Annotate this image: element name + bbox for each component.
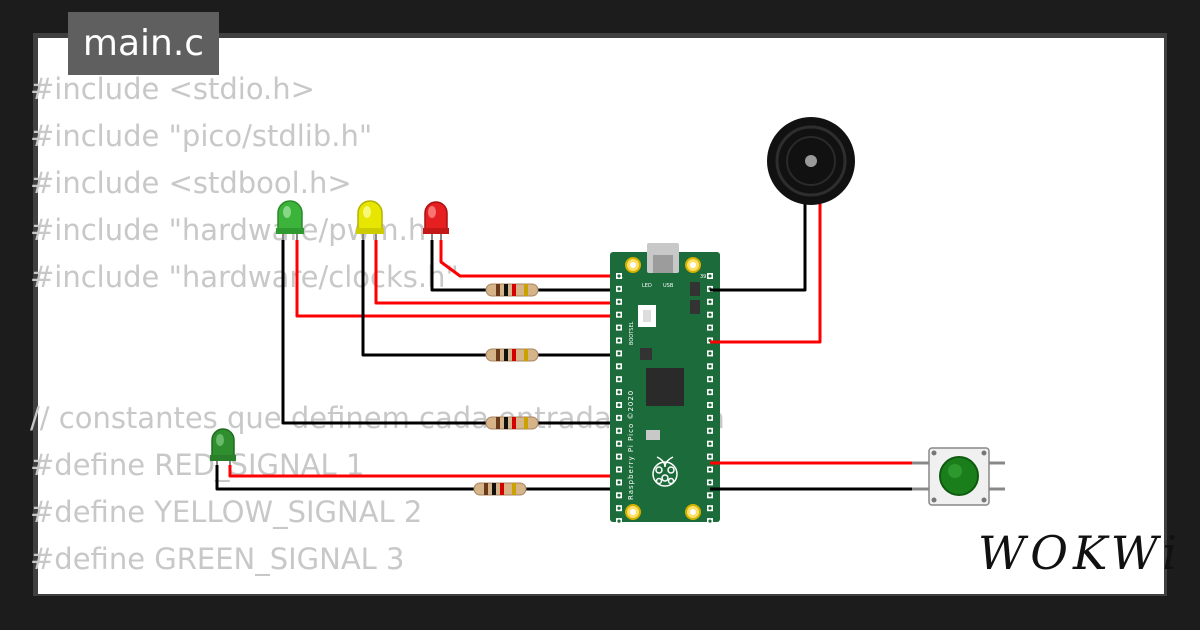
pin-hole [617, 287, 621, 291]
pin-hole [708, 403, 712, 407]
pico-board[interactable]: USB LED 1 39 BOOTSEL Raspberry Pi Pico ©… [610, 243, 720, 525]
pin-hole [617, 480, 621, 484]
pin-hole [708, 467, 712, 472]
wire-green-led-ground [281, 240, 490, 425]
bootsel-label: BOOTSEL [629, 321, 635, 345]
pin-hole [617, 416, 621, 420]
pin-hole [708, 480, 712, 484]
wire-green-led-signal [295, 240, 610, 318]
buzzer[interactable] [767, 117, 855, 205]
pin-hole [708, 377, 712, 381]
pin-hole [617, 403, 621, 407]
wire-buzzer-ground [710, 200, 807, 292]
pin-hole [708, 429, 712, 433]
pin-hole [708, 313, 712, 317]
pin-hole [708, 506, 712, 510]
wokwi-logo: WOKWi [978, 526, 1182, 580]
code-line: #include <stdio.h> [30, 72, 315, 106]
pin-hole [617, 390, 621, 394]
code-line: #include "hardware/clocks.h" [30, 260, 459, 294]
pin-hole [617, 455, 621, 459]
pin-hole [617, 506, 621, 510]
wire-yellow-led-ground [361, 240, 490, 357]
pin-hole [617, 326, 621, 330]
pin-hole [617, 467, 621, 472]
wire-red-led-signal [439, 240, 610, 278]
pin-hole [708, 416, 712, 420]
raspberry-logo-icon [652, 456, 678, 487]
red-led[interactable] [423, 201, 449, 240]
resistor[interactable] [485, 416, 539, 430]
resistor[interactable] [485, 348, 539, 362]
pin-hole [708, 364, 712, 368]
wire-green-led-2-ground [215, 465, 475, 491]
code-line: #define GREEN_SIGNAL 3 [30, 542, 405, 576]
code-editor: #include <stdio.h> #include "pico/stdlib.… [30, 66, 725, 583]
pin-hole [708, 455, 712, 459]
code-line: #define YELLOW_SIGNAL 2 [30, 495, 423, 529]
usb-label: USB [663, 283, 674, 289]
pin-hole [617, 364, 621, 368]
pin-hole [708, 326, 712, 330]
pin-hole [617, 338, 621, 343]
pin-hole [708, 519, 712, 523]
pin-hole [708, 442, 712, 446]
code-line: #include "pico/stdlib.h" [30, 119, 373, 153]
wire-buzzer-signal [710, 200, 822, 344]
pin-hole [617, 429, 621, 433]
pin-hole [617, 493, 621, 497]
pin-hole [708, 274, 712, 278]
pin-hole [617, 313, 621, 317]
pin-hole [708, 493, 712, 497]
resistors [473, 283, 539, 496]
pin-hole [617, 519, 621, 523]
left-pin-header [616, 273, 622, 525]
green-led-1[interactable] [276, 200, 304, 240]
push-button[interactable] [912, 447, 1005, 506]
pin-39-label: 39 [700, 274, 706, 280]
resistor[interactable] [485, 283, 539, 297]
wire-red-led-ground [430, 240, 490, 292]
pin-hole [617, 351, 621, 355]
pin-hole [617, 377, 621, 381]
pin-hole [617, 300, 621, 304]
board-name-label: Raspberry Pi Pico ©2020 [627, 390, 635, 500]
yellow-led[interactable] [356, 200, 384, 240]
pin-hole [617, 442, 621, 446]
wire-green-led-2-signal [228, 465, 610, 478]
wire-yellow-led-signal [374, 240, 610, 305]
pin-hole [708, 390, 712, 394]
pin-hole [617, 274, 621, 278]
resistor[interactable] [473, 482, 527, 496]
rp2040-chip [646, 368, 684, 406]
file-tab[interactable]: main.c [68, 12, 219, 75]
code-line: #include "hardware/pwm.h" [30, 213, 440, 247]
pin-hole [708, 351, 712, 355]
code-line: #include <stdbool.h> [30, 166, 352, 200]
pin-hole [708, 300, 712, 304]
led-label: LED [642, 283, 652, 289]
wires [215, 200, 915, 491]
green-led-2[interactable] [210, 428, 236, 465]
